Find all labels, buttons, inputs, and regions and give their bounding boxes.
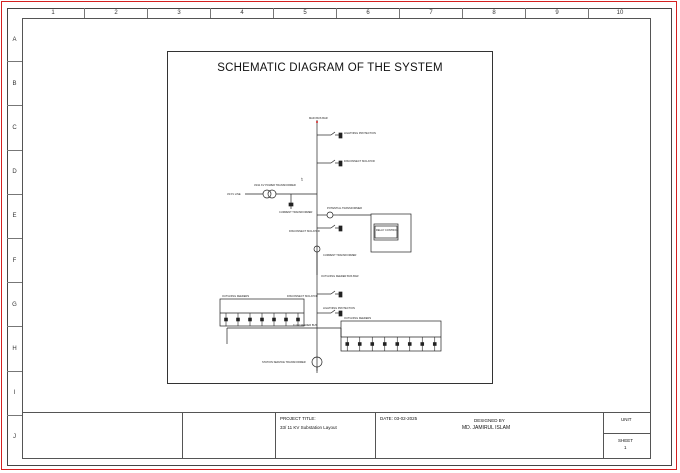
column-marker: 6 — [337, 8, 400, 18]
sheet-number: 1 — [624, 445, 627, 450]
column-marker: 7 — [400, 8, 463, 18]
project-label: PROJECT TITLE: — [280, 416, 316, 421]
row-marker: I — [7, 372, 22, 416]
drawing-frame — [7, 8, 672, 466]
row-marker: G — [7, 283, 22, 328]
label-ct-protect: CURRENT TRANSFORMER — [279, 210, 312, 214]
title-block-unit-cell: UNIT SHEET 1 — [604, 412, 651, 459]
label-power-tx: 33/11 KV POWER TRANSFORMER — [254, 183, 296, 187]
diagram-sheet — [167, 51, 493, 384]
title-block-logo-cell — [22, 412, 183, 459]
relay-panel — [370, 213, 412, 253]
row-marker: F — [7, 239, 22, 284]
column-marker: 5 — [274, 8, 337, 18]
label-incoming: 33 KV LINE — [227, 192, 241, 196]
sheet-label: SHEET — [618, 438, 634, 443]
column-marker: 4 — [211, 8, 274, 18]
label-ct-2: CURRENT TRANSFORMER — [323, 253, 356, 257]
column-marker: 3 — [148, 8, 211, 18]
diagram-title: SCHEMATIC DIAGRAM OF THE SYSTEM — [217, 62, 443, 74]
row-marker: D — [7, 151, 22, 195]
title-block: PROJECT TITLE: 33/ 11 KV Substation Layo… — [22, 412, 651, 459]
row-marker: C — [7, 106, 22, 151]
unit-label: UNIT — [621, 417, 632, 422]
row-marker: A — [7, 18, 22, 63]
project-name: 33/ 11 KV Substation Layout — [280, 425, 337, 430]
label-lightning-1: LIGHTNING PROTECTION — [344, 131, 376, 135]
title-block-design-cell: DATE: 03-02-2025 DESIGNED BY MD. JAMIRUL… — [376, 412, 604, 459]
label-isolator-2: DISCONNECT ISOLATOR — [289, 229, 320, 233]
label-aux-bus: 11 KV FEEDER BUS — [293, 323, 317, 327]
label-main-bus: MAIN BUS BAR — [309, 116, 328, 120]
column-marker: 2 — [85, 8, 148, 18]
designed-label: DESIGNED BY — [474, 418, 505, 423]
label-relay: RELAY CONTROL — [376, 228, 398, 232]
label-feeders-right: OUTGOING FEEDERS — [344, 316, 371, 320]
row-marker: E — [7, 195, 22, 240]
label-aux-tx: STATION SERVICE TRANSFORMER — [262, 360, 306, 364]
label-pt: POTENTIAL TRANSFORMER — [327, 206, 362, 210]
row-marker: H — [7, 327, 22, 372]
date-text: DATE: 03-02-2025 — [380, 416, 418, 421]
column-marker: 10 — [616, 10, 624, 16]
inner-border — [22, 18, 651, 459]
label-isolator-1: DISCONNECT ISOLATOR — [344, 159, 375, 163]
label-isolator-3: DISCONNECT ISOLATOR — [287, 294, 318, 298]
schematic-diagram: MAIN BUS BAR LIGHTNING PROTECTION DISCON… — [219, 116, 442, 373]
row-marker: B — [7, 62, 22, 107]
title-block-blank-cell — [183, 412, 276, 459]
title-block-project-cell: PROJECT TITLE: 33/ 11 KV Substation Layo… — [276, 412, 376, 459]
column-marker: 1 — [22, 8, 85, 18]
label-lightning-2: LIGHTNING PROTECTION — [323, 306, 355, 310]
designer-name: MD. JAMIRUL ISLAM — [462, 425, 511, 431]
label-ct-bus: CT — [300, 177, 304, 181]
feeder-panel-right — [340, 320, 442, 352]
column-marker: 8 — [463, 8, 526, 18]
label-feeders-left: OUTGOING FEEDERS — [222, 294, 249, 298]
row-marker: J — [13, 434, 16, 441]
label-outgoing-bus: OUTGOING FEEDER BUS BAR — [321, 274, 359, 278]
column-marker: 9 — [526, 8, 589, 18]
power-transformer — [262, 189, 272, 199]
